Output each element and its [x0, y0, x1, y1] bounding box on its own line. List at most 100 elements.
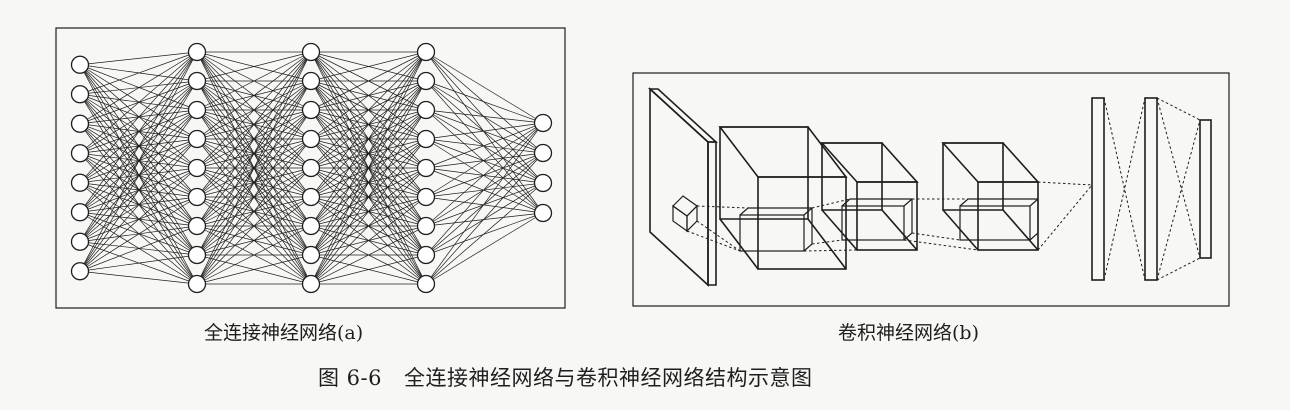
neuron-link [196, 51, 312, 256]
neuron-layer-3 [301, 187, 321, 207]
fc-bar-1 [1091, 97, 1105, 281]
neuron-link [425, 138, 544, 184]
neuron-link [310, 80, 427, 285]
neuron-link [196, 51, 312, 140]
neuron-link [79, 167, 198, 272]
neuron-link [425, 212, 544, 256]
neuron-link [196, 196, 312, 285]
neuron-link [425, 51, 544, 154]
neuron-link [425, 109, 544, 184]
neuron-layer-5 [533, 143, 553, 163]
neuron-link [425, 122, 544, 198]
neuron-layer-1 [70, 55, 90, 74]
neuron-link [79, 51, 198, 95]
neuron-link [310, 51, 427, 256]
neuron-link [425, 122, 544, 256]
neuron-layer-1 [70, 203, 90, 222]
neuron-link [425, 122, 544, 169]
feature-kernel-box-3 [959, 198, 1039, 241]
neuron-link [425, 109, 544, 214]
neuron-layer-2 [187, 158, 207, 178]
fc-bar-cross-links [1103, 97, 1201, 281]
neuron-link [79, 80, 198, 272]
neuron-link [310, 51, 427, 140]
figure-number: 图 6-6 [318, 366, 382, 390]
neuron-layer-2 [187, 100, 207, 120]
neuron-layer-3 [301, 216, 321, 236]
neuron-link [425, 196, 544, 214]
neuron-link [79, 254, 198, 272]
neuron-layer-1 [70, 114, 90, 133]
neuron-link [310, 51, 427, 198]
input-image-slab [647, 87, 719, 287]
neuron-link [425, 51, 544, 124]
neuron-link [425, 51, 544, 184]
input-kernel-cube [672, 195, 698, 233]
neuron-link [79, 51, 198, 66]
neuron-layer-4 [416, 245, 436, 265]
fully-connected-caption: 全连接神经网络(a) [204, 322, 364, 344]
neuron-link [79, 51, 198, 183]
fully-connected-frame [55, 27, 566, 309]
neuron-link [425, 138, 544, 214]
neuron-link [196, 51, 312, 227]
neuron-link [425, 182, 544, 285]
neuron-link [425, 167, 544, 214]
neuron-link [196, 225, 312, 285]
neuron-link [425, 122, 544, 227]
fully-connected-neurons [70, 42, 553, 294]
neuron-link [425, 182, 544, 198]
neuron-link [196, 254, 312, 285]
neuron-link [196, 51, 312, 169]
neuron-link [196, 51, 312, 285]
neuron-link [310, 167, 427, 285]
neuron-link [425, 212, 544, 227]
neuron-link [79, 109, 198, 272]
neuron-link [79, 51, 198, 242]
neuron-link [196, 51, 312, 82]
neuron-link [310, 225, 427, 285]
neuron-layer-5 [533, 203, 553, 223]
fully-connected-panel [55, 27, 566, 309]
neuron-link [310, 196, 427, 285]
fc-bar-3 [1199, 119, 1212, 259]
neuron-layer-4 [416, 129, 436, 149]
neuron-layer-3 [301, 274, 321, 294]
neuron-link [79, 51, 198, 154]
neuron-layer-3 [301, 245, 321, 265]
neuron-link [310, 51, 427, 82]
neuron-layer-1 [70, 262, 90, 281]
neuron-link [196, 51, 312, 198]
neuron-link [196, 138, 312, 285]
fc-layer-bars [1091, 97, 1212, 281]
neuron-layer-3 [301, 71, 321, 91]
neuron-layer-4 [416, 100, 436, 120]
feature-map-cube-2 [820, 142, 919, 251]
neuron-link [425, 152, 544, 198]
neuron-link [79, 51, 198, 272]
neuron-layer-3 [301, 42, 321, 62]
neuron-layer-2 [187, 129, 207, 149]
neuron-layer-1 [70, 232, 90, 251]
feature-map-cube-3 [941, 142, 1040, 251]
neuron-link [310, 138, 427, 285]
neuron-link [310, 51, 427, 111]
neuron-link [425, 212, 544, 285]
neuron-link [425, 138, 544, 154]
neuron-link [425, 152, 544, 285]
neuron-layer-2 [187, 42, 207, 62]
neuron-layer-1 [70, 85, 90, 104]
neuron-link [425, 167, 544, 184]
neuron-link [79, 225, 198, 272]
neuron-layer-2 [187, 274, 207, 294]
neuron-link [425, 122, 544, 140]
neuron-link [425, 80, 544, 154]
neuron-layer-4 [416, 216, 436, 236]
feature-kernel-box-1 [739, 207, 813, 252]
convolutional-caption: 卷积神经网络(b) [838, 322, 979, 344]
neuron-link [196, 167, 312, 285]
convolutional-frame [632, 72, 1230, 307]
neuron-link [425, 80, 544, 184]
fc-bar-2 [1144, 97, 1158, 281]
neuron-link [196, 80, 312, 285]
